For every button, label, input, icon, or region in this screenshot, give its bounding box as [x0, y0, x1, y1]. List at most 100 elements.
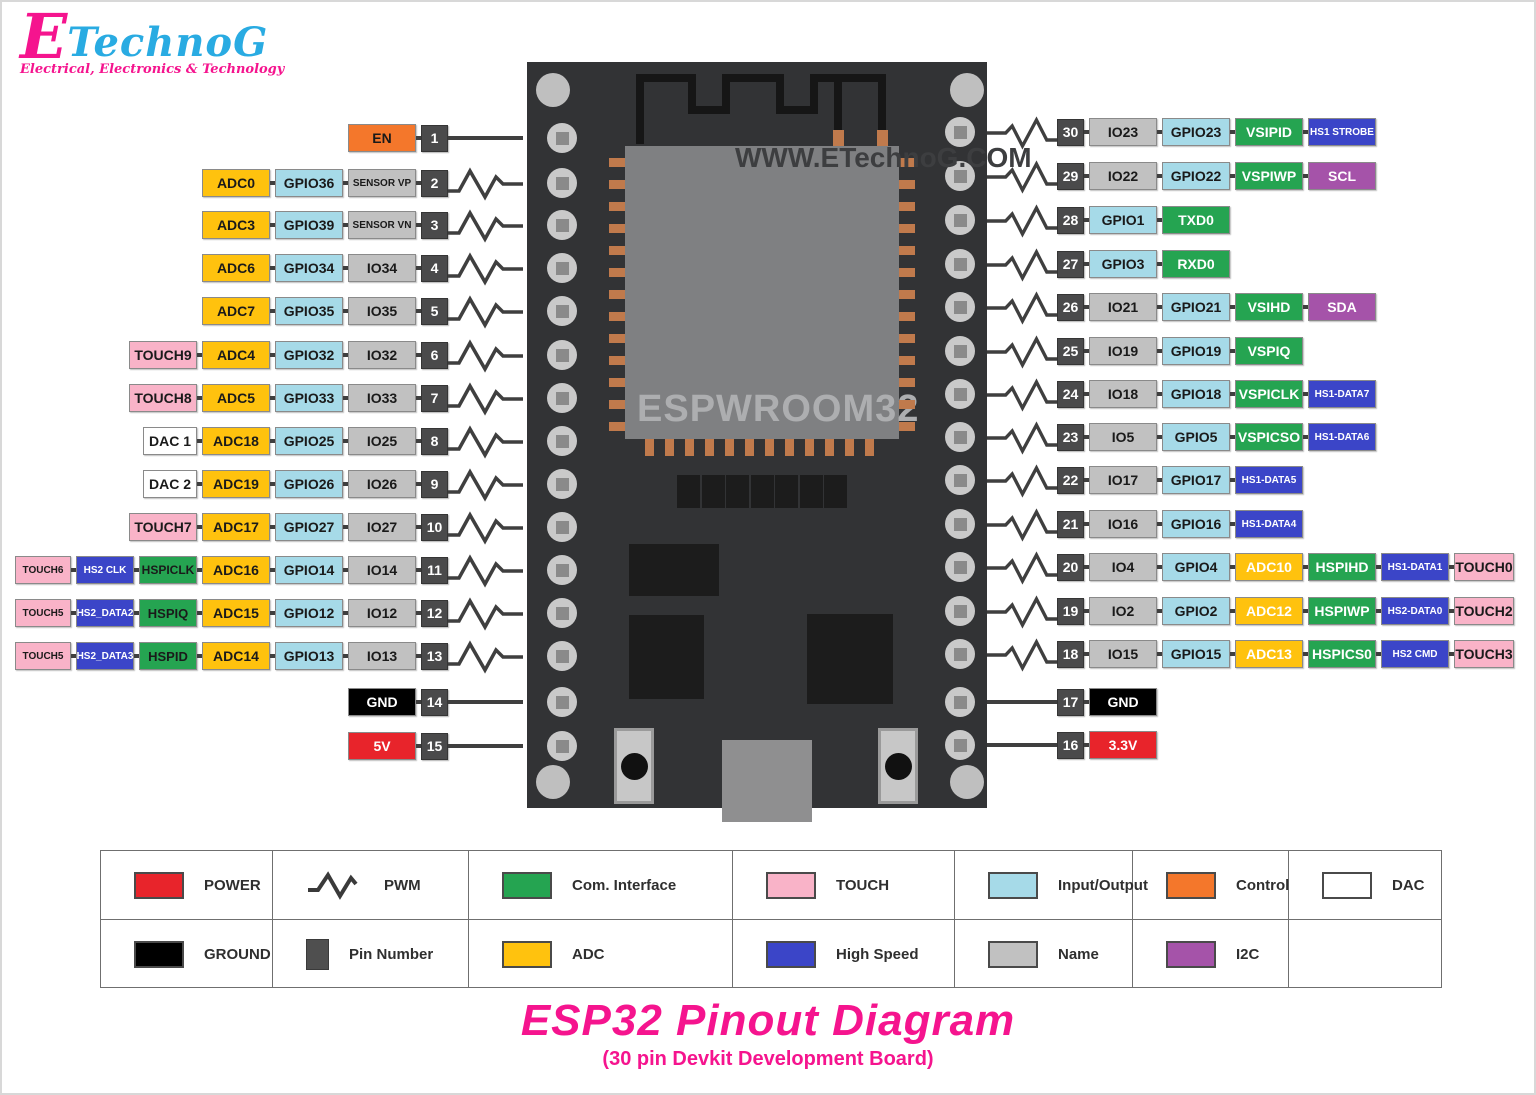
pin-label: HSPIQ: [139, 599, 197, 627]
legend-cell: TOUCH: [733, 851, 955, 919]
pin-hole: [945, 596, 975, 626]
pin-label: IO2: [1089, 597, 1157, 625]
pin-hole: [945, 422, 975, 452]
connector-segment: [1157, 130, 1162, 134]
connector-segment: [1157, 652, 1162, 656]
connector-segment: [343, 482, 348, 486]
straight-connector: [448, 700, 523, 704]
pin-label: GPIO23: [1162, 118, 1230, 146]
pin-label: HSPID: [139, 642, 197, 670]
control-legend-swatch: [1166, 871, 1216, 899]
legend-label: Name: [1058, 945, 1099, 963]
module-pad: [609, 356, 625, 365]
module-pad: [899, 180, 915, 189]
pin-label: GPIO4: [1162, 553, 1230, 581]
legend-label: Pin Number: [349, 945, 434, 963]
pwm-connector: [987, 551, 1057, 585]
pin-hole-pad: [555, 391, 569, 405]
pwm-connector: [448, 382, 523, 416]
pin-number: 21: [1057, 510, 1084, 538]
connector-segment: [343, 439, 348, 443]
legend-cell: Name: [955, 920, 1133, 988]
pin-number: 7: [421, 384, 448, 412]
connector-segment: [343, 309, 348, 313]
legend-label: Com. Interface: [572, 876, 677, 894]
connector-segment: [343, 223, 348, 227]
connector-segment: [1157, 565, 1162, 569]
pwm-connector: [987, 160, 1057, 194]
pin-label: HS1-DATA7: [1308, 380, 1376, 408]
pin-hole-pad: [953, 695, 967, 709]
pin-hole: [945, 552, 975, 582]
pin-label: GPIO36: [275, 169, 343, 197]
pin-label: RXD0: [1162, 250, 1230, 278]
connector-segment: [416, 181, 421, 185]
module-pad: [899, 268, 915, 277]
pwm-connector: [987, 248, 1057, 282]
connector-segment: [1230, 565, 1235, 569]
connector-segment: [416, 136, 421, 140]
connector-segment: [270, 396, 275, 400]
connector-segment: [416, 309, 421, 313]
legend-cell: POWER: [101, 851, 273, 919]
pin-hole: [945, 205, 975, 235]
connector-segment: [1084, 305, 1089, 309]
connector-segment: [1084, 174, 1089, 178]
pin-label: HSPIHD: [1308, 553, 1376, 581]
pin-label: GPIO39: [275, 211, 343, 239]
pin-label: DAC 1: [143, 427, 197, 455]
connector-segment: [416, 353, 421, 357]
connector-segment: [1230, 130, 1235, 134]
connector-segment: [1084, 652, 1089, 656]
button-cap: [884, 752, 912, 780]
io-legend-swatch: [988, 871, 1038, 899]
connector-segment: [1157, 435, 1162, 439]
connector-segment: [1303, 392, 1308, 396]
connector-segment: [1303, 305, 1308, 309]
pin-label: ADC6: [202, 254, 270, 282]
pin-hole: [547, 731, 577, 761]
pin-number: 14: [421, 688, 448, 716]
module-pad: [665, 439, 674, 456]
module-pad: [745, 439, 754, 456]
usb-connector: [722, 740, 812, 822]
pin-label: ADC0: [202, 169, 270, 197]
legend-label: I2C: [1236, 945, 1260, 963]
ic-pin-block: [677, 475, 700, 508]
pin-label: DAC 2: [143, 470, 197, 498]
connector-segment: [343, 353, 348, 357]
connector-segment: [1084, 435, 1089, 439]
pin-label: IO34: [348, 254, 416, 282]
pin-label: SENSOR VN: [348, 211, 416, 239]
pin-number: 1: [421, 124, 448, 152]
module-pad: [609, 268, 625, 277]
pin-hole: [547, 598, 577, 628]
pin-number: 15: [421, 732, 448, 760]
connector-segment: [343, 266, 348, 270]
ic-pin-block: [726, 475, 749, 508]
module-pad: [899, 202, 915, 211]
pin-number: 16: [1057, 731, 1084, 759]
connector-segment: [1157, 392, 1162, 396]
pin-number: 23: [1057, 423, 1084, 451]
pin-label: IO13: [348, 642, 416, 670]
pin-label: IO16: [1089, 510, 1157, 538]
pin-hole: [547, 687, 577, 717]
pin-hole-pad: [953, 300, 967, 314]
connector-segment: [1157, 218, 1162, 222]
legend-cell: Input/Output: [955, 851, 1148, 919]
dac-legend-swatch: [1322, 871, 1372, 899]
